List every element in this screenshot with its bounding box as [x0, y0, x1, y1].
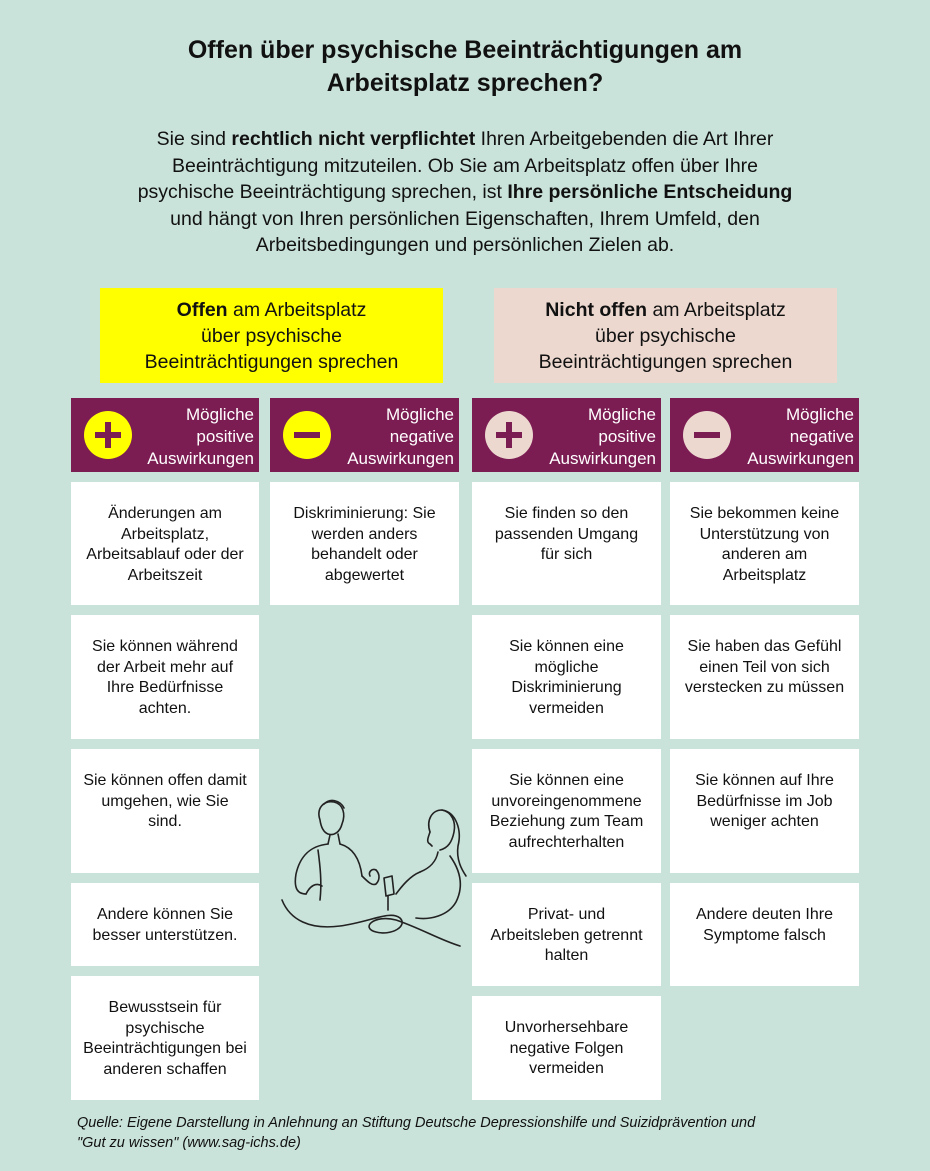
card-open-positive-5: Bewusstsein für psychische Beeinträchtig…: [71, 976, 259, 1100]
plus-icon: [84, 411, 132, 459]
header-label-line-3: Auswirkungen: [147, 449, 254, 468]
category-not-open-line-2: über psychische: [595, 324, 736, 347]
intro-text: Sie sind rechtlich nicht verpflichtet Ih…: [130, 126, 800, 259]
header-label-line-3: Auswirkungen: [347, 449, 454, 468]
card-notopen-positive-4: Privat- und Arbeitsleben getrennt halten: [472, 883, 661, 986]
category-open: Offen am Arbeitsplatz über psychische Be…: [100, 288, 443, 383]
card-notopen-negative-4: Andere deuten Ihre Symptome falsch: [670, 883, 859, 986]
category-not-open: Nicht offen am Arbeitsplatz über psychis…: [494, 288, 837, 383]
source-note: Quelle: Eigene Darstellung in Anlehnung …: [77, 1113, 837, 1153]
source-line-2: "Gut zu wissen" (www.sag-ichs.de): [77, 1135, 301, 1151]
card-open-positive-1: Änderungen am Arbeitsplatz, Arbeitsablau…: [71, 482, 259, 605]
intro-part-2: Ihren Arbeitgebenden die Art Ihrer Beein…: [137, 128, 774, 203]
plus-icon: [485, 411, 533, 459]
category-open-bold: Offen: [176, 298, 228, 321]
header-notopen-positive: Mögliche positive Auswirkungen: [472, 398, 661, 472]
header-label-line-2: negative: [389, 427, 454, 446]
header-open-positive: Mögliche positive Auswirkungen: [71, 398, 259, 472]
category-open-line-2: über psychische: [201, 324, 342, 347]
category-not-open-bold: Nicht offen: [545, 298, 648, 321]
header-open-negative: Mögliche negative Auswirkungen: [270, 398, 459, 472]
header-label-line-3: Auswirkungen: [747, 449, 854, 468]
category-open-line-3: Beeinträchtigungen sprechen: [144, 350, 399, 373]
header-label-line-1: Mögliche: [385, 405, 454, 424]
card-open-positive-2: Sie können während der Arbeit mehr auf I…: [71, 615, 259, 739]
header-notopen-negative: Mögliche negative Auswirkungen: [670, 398, 859, 472]
intro-bold-1: rechtlich nicht verpflichtet: [231, 128, 476, 150]
card-notopen-negative-2: Sie haben das Gefühl einen Teil von sich…: [670, 615, 859, 739]
card-notopen-negative-3: Sie können auf Ihre Bedürfnisse im Job w…: [670, 749, 859, 873]
header-label-line-1: Mögliche: [785, 405, 854, 424]
source-line-1: Quelle: Eigene Darstellung in Anlehnung …: [77, 1115, 756, 1131]
card-notopen-positive-5: Unvorhersehbare negative Folgen vermeide…: [472, 996, 661, 1100]
header-label-line-3: Auswirkungen: [549, 449, 656, 468]
header-label-line-2: positive: [196, 427, 254, 446]
minus-icon: [283, 411, 331, 459]
title-line-2: Arbeitsplatz sprechen?: [326, 69, 604, 97]
card-open-positive-4: Andere können Sie besser unterstützen.: [71, 883, 259, 966]
category-not-open-line-1: am Arbeitsplatz: [647, 298, 786, 321]
page-title: Offen über psychische Beeinträchtigungen…: [60, 34, 870, 100]
minus-icon: [683, 411, 731, 459]
card-open-positive-3: Sie können offen damit umgehen, wie Sie …: [71, 749, 259, 873]
header-label-line-1: Mögliche: [185, 405, 254, 424]
header-label-line-1: Mögliche: [587, 405, 656, 424]
intro-part-3: und hängt von Ihren persönlichen Eigensc…: [170, 207, 760, 257]
category-not-open-line-3: Beeinträchtigungen sprechen: [538, 350, 793, 373]
intro-bold-2: Ihre persönliche Entscheidung: [507, 181, 793, 203]
card-open-negative-1: Diskriminierung: Sie werden anders behan…: [270, 482, 459, 605]
card-notopen-positive-1: Sie finden so den passenden Umgang für s…: [472, 482, 661, 605]
category-open-line-1: am Arbeitsplatz: [227, 298, 367, 321]
card-notopen-positive-3: Sie können eine unvoreingenommene Bezieh…: [472, 749, 661, 873]
intro-part-1: Sie sind: [156, 128, 232, 150]
two-people-talking-illustration: [281, 799, 467, 947]
card-notopen-positive-2: Sie können eine mögliche Diskriminierung…: [472, 615, 661, 739]
card-notopen-negative-1: Sie bekommen keine Unterstützung von and…: [670, 482, 859, 605]
title-line-1: Offen über psychische Beeinträchtigungen…: [187, 36, 743, 64]
header-label-line-2: positive: [598, 427, 656, 446]
header-label-line-2: negative: [789, 427, 854, 446]
